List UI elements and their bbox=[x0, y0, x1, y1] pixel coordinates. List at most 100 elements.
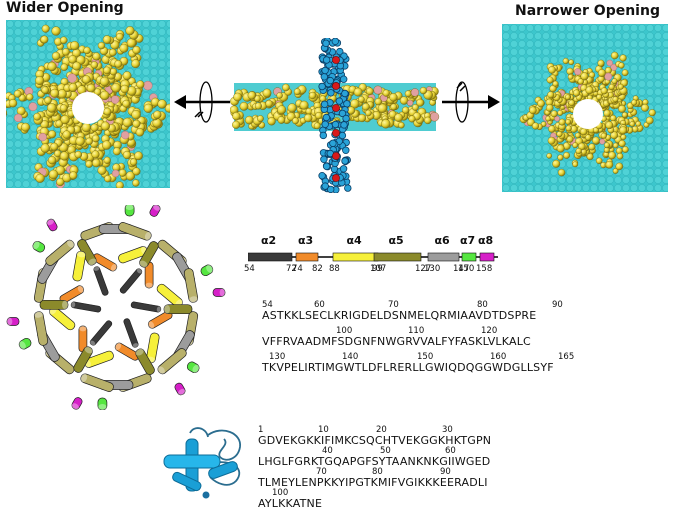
atom-sphere bbox=[606, 59, 613, 67]
atom-sphere bbox=[59, 151, 69, 161]
atom-sphere bbox=[631, 99, 638, 106]
atom-sphere bbox=[556, 131, 563, 138]
helix-cylinder bbox=[144, 261, 154, 289]
atom-sphere bbox=[616, 152, 624, 160]
atom-sphere bbox=[572, 89, 581, 97]
atom-sphere bbox=[75, 136, 85, 146]
atom-sphere bbox=[48, 130, 57, 139]
peptide-atom bbox=[341, 89, 349, 98]
helix-label: α6 bbox=[434, 234, 450, 247]
atom-sphere bbox=[404, 90, 412, 98]
atom-sphere bbox=[60, 114, 70, 125]
atom-sphere bbox=[157, 99, 167, 109]
atom-sphere bbox=[599, 138, 606, 145]
atom-sphere bbox=[56, 177, 65, 187]
atom-sphere bbox=[97, 165, 107, 175]
atom-sphere bbox=[114, 60, 123, 68]
atom-sphere bbox=[545, 104, 554, 112]
atom-sphere bbox=[44, 96, 52, 105]
helix-cylinder bbox=[72, 250, 86, 282]
atom-sphere bbox=[531, 122, 540, 130]
ion-atom bbox=[332, 56, 340, 64]
atom-sphere bbox=[618, 105, 626, 113]
residue-number: 30 bbox=[442, 425, 453, 435]
peptide-atom bbox=[318, 171, 326, 180]
atom-sphere bbox=[574, 132, 581, 139]
atom-sphere bbox=[618, 62, 625, 69]
atom-sphere bbox=[100, 121, 110, 131]
wider-pore bbox=[72, 92, 104, 124]
atom-sphere bbox=[315, 111, 323, 120]
atom-sphere bbox=[608, 151, 616, 160]
peptide-atom bbox=[322, 39, 330, 48]
atom-sphere bbox=[604, 142, 610, 149]
atom-sphere bbox=[122, 71, 132, 80]
helix-cylinder bbox=[157, 348, 187, 375]
atom-sphere bbox=[108, 48, 117, 57]
atom-sphere bbox=[132, 45, 141, 55]
atom-sphere bbox=[529, 106, 537, 115]
helix-cylinder bbox=[80, 373, 114, 392]
peptide-atom bbox=[344, 184, 352, 192]
atom-sphere bbox=[557, 154, 564, 161]
atom-sphere bbox=[557, 109, 564, 116]
atom-sphere bbox=[67, 73, 77, 83]
atom-sphere bbox=[572, 161, 579, 168]
wider-channel-atoms bbox=[6, 24, 170, 188]
atom-sphere bbox=[353, 87, 363, 97]
peptide-atom bbox=[319, 131, 327, 140]
peptide-atom bbox=[339, 165, 348, 173]
atom-sphere bbox=[122, 117, 133, 128]
helix-cylinder bbox=[200, 264, 214, 277]
atom-sphere bbox=[629, 121, 636, 127]
atom-sphere bbox=[556, 144, 565, 153]
helix-cylinder bbox=[46, 218, 58, 232]
atom-sphere bbox=[552, 159, 561, 168]
peptide-atom bbox=[320, 100, 329, 109]
atom-sphere bbox=[592, 136, 600, 145]
atom-sphere bbox=[547, 136, 556, 145]
atom-sphere bbox=[358, 96, 365, 103]
atom-sphere bbox=[585, 86, 594, 95]
atom-sphere bbox=[568, 59, 575, 66]
atom-sphere bbox=[40, 143, 50, 153]
peptide-atom bbox=[327, 185, 335, 193]
helix-residue-number: 88 bbox=[329, 264, 340, 274]
helix-residue-number: 130 bbox=[424, 264, 441, 274]
atom-sphere bbox=[50, 142, 59, 151]
atom-sphere bbox=[287, 103, 297, 113]
atom-sphere bbox=[308, 91, 317, 100]
atom-sphere bbox=[612, 96, 619, 103]
peptide-atom bbox=[331, 38, 339, 45]
atom-sphere bbox=[164, 103, 170, 113]
rotate-left-arrow-icon bbox=[174, 81, 230, 123]
helix-residue-number: 82 bbox=[312, 264, 323, 274]
atom-sphere bbox=[605, 121, 614, 130]
helix-cylinder bbox=[163, 304, 193, 315]
helix-cylinder bbox=[119, 268, 143, 294]
helix-segment bbox=[332, 252, 379, 262]
ion-atom bbox=[332, 82, 340, 90]
peptide-atom bbox=[338, 109, 347, 118]
helix-cylinder bbox=[123, 318, 139, 348]
helix-label: α2 bbox=[261, 234, 277, 247]
atom-sphere bbox=[99, 76, 110, 87]
residue-number: 60 bbox=[445, 446, 456, 456]
atom-sphere bbox=[406, 99, 414, 107]
atom-sphere bbox=[552, 80, 559, 87]
helix-residue-number: 107 bbox=[370, 264, 387, 274]
atom-sphere bbox=[580, 128, 588, 136]
helix-cylinder bbox=[186, 361, 200, 374]
atom-sphere bbox=[68, 83, 78, 92]
sequence-text: AYLKKATNE bbox=[258, 497, 323, 510]
residue-number: 80 bbox=[372, 467, 383, 477]
residue-number: 40 bbox=[322, 446, 333, 456]
atom-sphere bbox=[580, 72, 589, 81]
sequence-text: VFFRVAADMFSDGNFNWGRVVALFYFASKLVLKALC bbox=[262, 335, 531, 348]
helix-label: α4 bbox=[346, 234, 362, 247]
peptide-atom bbox=[329, 139, 337, 147]
atom-sphere bbox=[153, 110, 162, 119]
atom-sphere bbox=[604, 66, 612, 74]
residue-number: 150 bbox=[417, 352, 434, 362]
